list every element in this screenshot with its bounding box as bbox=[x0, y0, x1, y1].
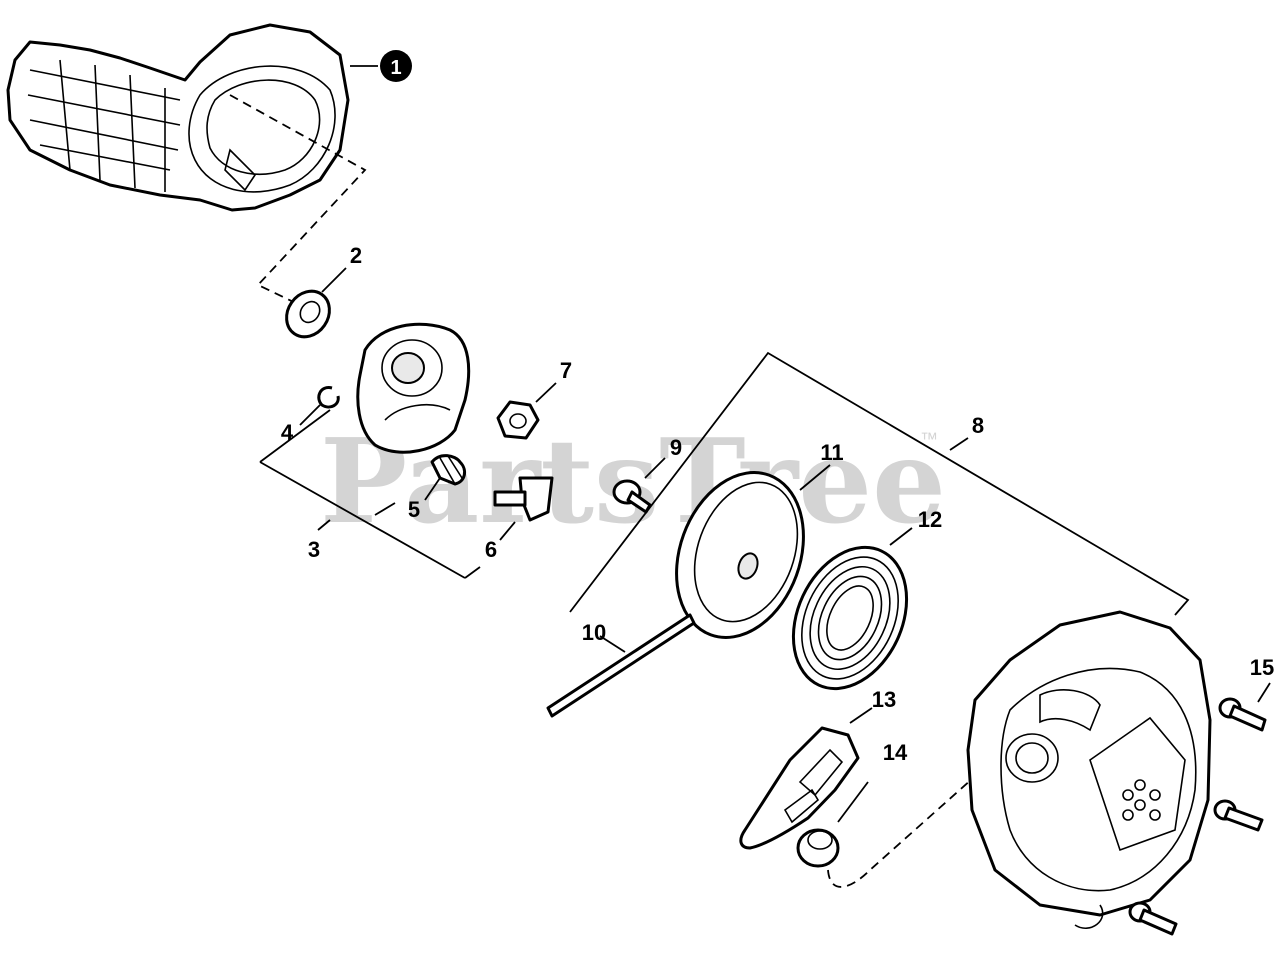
callout-11: 11 bbox=[820, 440, 843, 465]
callout-12: 12 bbox=[918, 507, 942, 532]
part-15-bolt-bottom bbox=[1128, 901, 1178, 936]
part-7-hex-nut bbox=[496, 400, 540, 440]
part-11-rope-reel bbox=[675, 471, 805, 639]
part-6-pawl bbox=[493, 476, 554, 522]
watermark-trademark: ™ bbox=[920, 429, 938, 449]
callout-15: 15 bbox=[1250, 655, 1274, 680]
callout-10: 10 bbox=[582, 620, 606, 645]
part-15-bolt-middle bbox=[1213, 799, 1264, 832]
callout-9: 9 bbox=[670, 435, 682, 460]
part-10-starter-rope bbox=[546, 613, 696, 718]
part-3-pawl-carrier bbox=[356, 322, 471, 454]
part-1-fan-cover bbox=[6, 23, 350, 212]
callout-3: 3 bbox=[308, 537, 320, 562]
callout-2: 2 bbox=[350, 243, 362, 268]
callout-1-badge bbox=[380, 50, 412, 82]
part-4-e-clip bbox=[317, 386, 340, 409]
callout-6: 6 bbox=[485, 537, 497, 562]
callout-13: 13 bbox=[872, 687, 896, 712]
part-13-starter-handle bbox=[739, 726, 860, 850]
part-15-bolt-top bbox=[1218, 697, 1267, 732]
part-8-starter-case bbox=[966, 610, 1212, 929]
part-2-washer bbox=[285, 289, 331, 339]
part-14-rope-guide bbox=[796, 828, 840, 868]
callout-5: 5 bbox=[408, 497, 420, 522]
part-5-spring bbox=[430, 454, 467, 486]
callout-14: 14 bbox=[883, 740, 908, 765]
callout-7: 7 bbox=[560, 358, 572, 383]
part-12-recoil-spring bbox=[791, 545, 909, 691]
callout-8: 8 bbox=[972, 413, 984, 438]
callout-1: 1 bbox=[390, 57, 401, 79]
